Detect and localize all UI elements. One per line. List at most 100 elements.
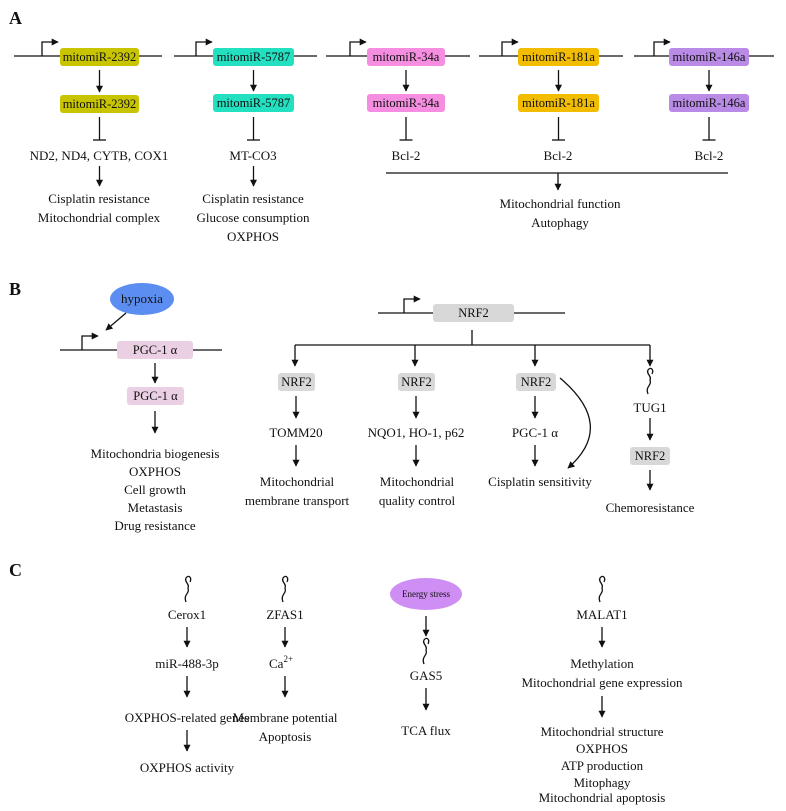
outcome-membrane-potential: Membrane potential bbox=[232, 710, 337, 725]
calcium-symbol: Ca bbox=[269, 656, 284, 671]
promoter-arrow bbox=[349, 38, 367, 56]
target-mtdna-genes: ND2, ND4, CYTB, COX1 bbox=[30, 148, 169, 163]
outcome-cisplatin-resistance: Cisplatin resistance bbox=[48, 191, 150, 206]
target-bcl2: Bcl-2 bbox=[544, 148, 573, 163]
protein-label-nrf2: NRF2 bbox=[521, 375, 552, 389]
outcome-cisplatin-sensitivity: Cisplatin sensitivity bbox=[488, 474, 592, 489]
protein-box-nrf2 bbox=[630, 447, 670, 465]
calcium-charge: 2+ bbox=[283, 654, 293, 664]
curved-arrow bbox=[559, 377, 591, 469]
outcome-mitochondrial-complex: Mitochondrial complex bbox=[38, 210, 161, 225]
energy-stress-label: Energy stress bbox=[402, 589, 451, 599]
lncrna-cerox1: Cerox1 bbox=[168, 607, 206, 622]
lncrna-gas5: GAS5 bbox=[410, 668, 443, 683]
target-mir-488-3p: miR-488-3p bbox=[155, 656, 219, 671]
panel-label-a: A bbox=[9, 8, 22, 28]
outcome-mitochondria-biogenesis: Mitochondria biogenesis bbox=[91, 446, 220, 461]
panel-label-b: B bbox=[9, 279, 21, 299]
outcome-autophagy: Autophagy bbox=[531, 215, 589, 230]
outcome-oxphos: OXPHOS bbox=[576, 741, 628, 756]
outcome-apoptosis: Apoptosis bbox=[259, 729, 312, 744]
promoter-arrow bbox=[403, 295, 421, 313]
malat1-pathway: MALAT1 Methylation Mitochondrial gene ex… bbox=[521, 575, 683, 805]
target-bcl2: Bcl-2 bbox=[695, 148, 724, 163]
rna-label-mitomir-181a: mitomiR-181a bbox=[522, 96, 595, 110]
rna-box-mitomir-181a bbox=[518, 94, 599, 112]
rna-box-mitomir-146a bbox=[669, 94, 749, 112]
protein-box-pgc1a bbox=[127, 387, 184, 405]
outcome-mitochondrial-structure: Mitochondrial structure bbox=[540, 724, 663, 739]
target-nqo1-ho1-p62: NQO1, HO-1, p62 bbox=[368, 425, 465, 440]
hypoxia-label: hypoxia bbox=[121, 291, 163, 306]
rna-label-mitomir-34a: mitomiR-34a bbox=[373, 96, 440, 110]
gene-label-pgc1a: PGC-1 α bbox=[133, 343, 178, 357]
rna-label-mitomir-146a: mitomiR-146a bbox=[673, 96, 746, 110]
promoter-arrow bbox=[501, 38, 519, 56]
promoter-arrow bbox=[81, 332, 99, 350]
protein-label-pgc1a: PGC-1 α bbox=[133, 389, 178, 403]
gene-label-mitomir-5787: mitomiR-5787 bbox=[217, 50, 291, 64]
nrf2-pathway: NRF2 NRF2 TOMM20 Mitochondrial membrane … bbox=[245, 295, 695, 515]
column-mitomir-146a: mitomiR-146a mitomiR-146a Bcl-2 bbox=[634, 38, 774, 163]
promoter-arrow bbox=[195, 38, 213, 56]
outcome-oxphos: OXPHOS bbox=[227, 229, 279, 244]
gas5-pathway: Energy stress GAS5 TCA flux bbox=[390, 578, 462, 738]
promoter-arrow bbox=[41, 38, 59, 56]
outcome-membrane-transport: membrane transport bbox=[245, 493, 350, 508]
gene-box-pgc1a bbox=[117, 341, 193, 359]
lncrna-icon bbox=[646, 367, 654, 395]
outcome-atp-production: ATP production bbox=[561, 758, 644, 773]
rna-box-mitomir-34a bbox=[367, 94, 445, 112]
pgc1a-pathway: hypoxia PGC-1 α PGC-1 α Mitochondria bio… bbox=[60, 283, 222, 533]
outcome-cisplatin-resistance: Cisplatin resistance bbox=[202, 191, 304, 206]
target-calcium: Ca2+ bbox=[269, 654, 293, 671]
lncrna-malat1: MALAT1 bbox=[576, 607, 627, 622]
gene-label-mitomir-181a: mitomiR-181a bbox=[522, 50, 595, 64]
lncrna-tug1: TUG1 bbox=[633, 400, 666, 415]
target-bcl2: Bcl-2 bbox=[392, 148, 421, 163]
protein-label-nrf2: NRF2 bbox=[401, 375, 432, 389]
outcome-drug-resistance: Drug resistance bbox=[114, 518, 195, 533]
rna-label-mitomir-5787: mitomiR-5787 bbox=[217, 96, 291, 110]
lncrna-icon bbox=[422, 637, 430, 665]
gene-box-mitomir-2392 bbox=[60, 48, 139, 66]
protein-label-nrf2: NRF2 bbox=[281, 375, 312, 389]
target-oxphos-genes: OXPHOS-related genes bbox=[125, 710, 250, 725]
energy-stress-node bbox=[390, 578, 462, 610]
gene-label-nrf2: NRF2 bbox=[458, 306, 489, 320]
lncrna-zfas1: ZFAS1 bbox=[266, 607, 303, 622]
lncrna-icon bbox=[184, 575, 192, 603]
outcome-glucose-consumption: Glucose consumption bbox=[196, 210, 310, 225]
lncrna-icon bbox=[598, 575, 606, 603]
gene-box-nrf2 bbox=[433, 304, 514, 322]
outcome-mitochondrial-function: Mitochondrial function bbox=[500, 196, 621, 211]
protein-box-nrf2 bbox=[278, 373, 315, 391]
protein-box-nrf2 bbox=[516, 373, 556, 391]
hypoxia-node bbox=[110, 283, 174, 315]
protein-label-nrf2: NRF2 bbox=[635, 449, 666, 463]
outcome-oxphos: OXPHOS bbox=[129, 464, 181, 479]
outcome-oxphos-activity: OXPHOS activity bbox=[140, 760, 235, 775]
column-mitomir-2392: mitomiR-2392 mitomiR-2392 ND2, ND4, CYTB… bbox=[14, 38, 169, 225]
arrow bbox=[105, 312, 127, 331]
outcome-mitochondrial-apoptosis: Mitochondrial apoptosis bbox=[539, 790, 666, 805]
rna-box-mitomir-2392 bbox=[60, 95, 139, 113]
target-tomm20: TOMM20 bbox=[269, 425, 322, 440]
gene-label-mitomir-34a: mitomiR-34a bbox=[373, 50, 440, 64]
gene-box-mitomir-181a bbox=[518, 48, 599, 66]
outcome-mitophagy: Mitophagy bbox=[573, 775, 631, 790]
column-mitomir-5787: mitomiR-5787 mitomiR-5787 MT-CO3 Cisplat… bbox=[174, 38, 317, 244]
gene-box-mitomir-34a bbox=[367, 48, 445, 66]
outcome-tca-flux: TCA flux bbox=[401, 723, 451, 738]
target-mt-co3: MT-CO3 bbox=[229, 148, 276, 163]
outcome-mitochondrial: Mitochondrial bbox=[380, 474, 455, 489]
gene-box-mitomir-146a bbox=[669, 48, 749, 66]
lncrna-icon bbox=[281, 575, 289, 603]
zfas1-pathway: ZFAS1 Ca2+ Membrane potential Apoptosis bbox=[232, 575, 338, 744]
outcome-mitochondrial: Mitochondrial bbox=[260, 474, 335, 489]
gene-label-mitomir-146a: mitomiR-146a bbox=[673, 50, 746, 64]
protein-box-nrf2 bbox=[398, 373, 435, 391]
gene-box-mitomir-5787 bbox=[213, 48, 294, 66]
